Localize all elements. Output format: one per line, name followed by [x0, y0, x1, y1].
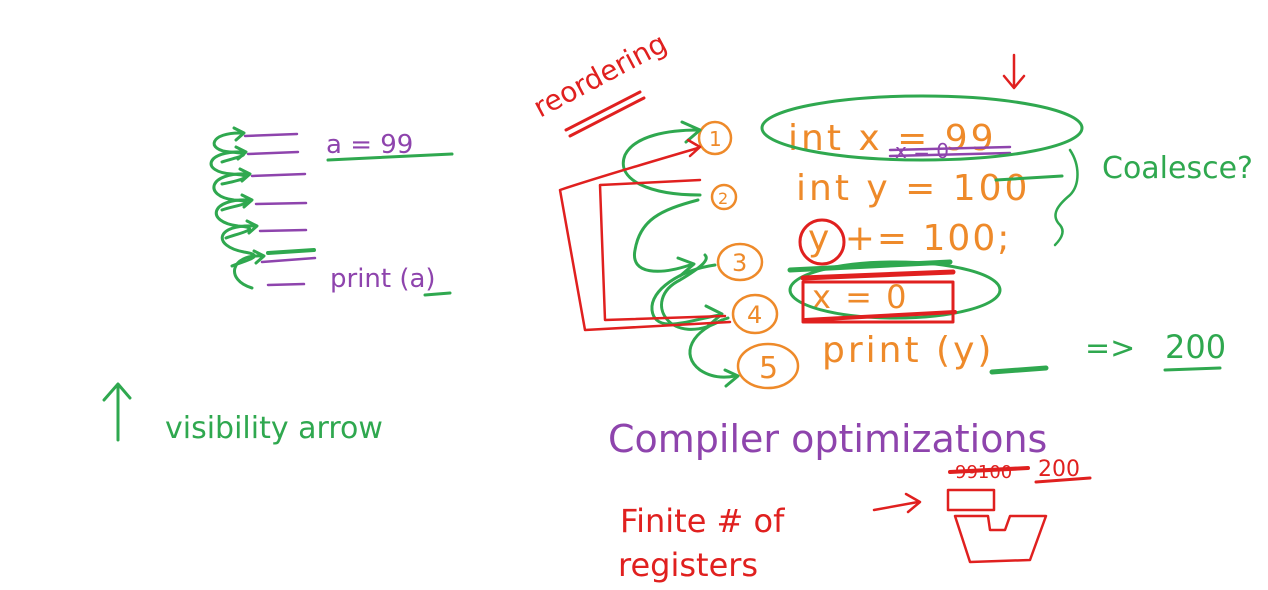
- registers-label-line-2: registers: [618, 546, 758, 584]
- assign-a-text: a = 99: [326, 130, 413, 160]
- reordering-group: reordering: [528, 26, 672, 138]
- coalesce-group: Coalesce?: [1053, 148, 1253, 247]
- reordered-code-block: 1 2 3 4 5 int x = 99 int y = 100 y += 10…: [558, 53, 1084, 390]
- left-code-block: a = 99 print (a): [209, 126, 454, 297]
- register-box-icon: [946, 488, 1048, 564]
- registers-group: Finite # of registers 99100 200: [618, 457, 1092, 584]
- visibility-group: visibility arrow: [102, 382, 383, 446]
- marker-1: 1: [709, 127, 722, 151]
- visibility-arrow-label: visibility arrow: [165, 411, 383, 446]
- down-arrow-icon: [1002, 53, 1026, 90]
- code-line-4: x = 0: [812, 278, 908, 316]
- marker-2: 2: [718, 189, 728, 208]
- up-arrow-icon: [102, 382, 132, 442]
- struck-register-value: 99100: [955, 462, 1012, 483]
- marker-3: 3: [732, 249, 747, 277]
- reordering-label: reordering: [528, 26, 672, 124]
- result-arrow: =>: [1085, 331, 1135, 366]
- marker-5: 5: [759, 351, 778, 386]
- print-a-text: print (a): [330, 264, 436, 294]
- coalesce-label: Coalesce?: [1102, 151, 1253, 186]
- right-arrow-icon: [872, 492, 922, 514]
- result-group: => 200: [1085, 328, 1226, 372]
- code-line-3: y += 100;: [808, 218, 1011, 259]
- registers-label-line-1: Finite # of: [620, 502, 785, 540]
- code-line-2: int y = 100: [796, 168, 1030, 209]
- code-line-5: print (y): [822, 330, 994, 371]
- marker-4: 4: [747, 301, 762, 329]
- compiler-optimizations-label: Compiler optimizations: [608, 417, 1047, 461]
- result-value: 200: [1165, 328, 1226, 366]
